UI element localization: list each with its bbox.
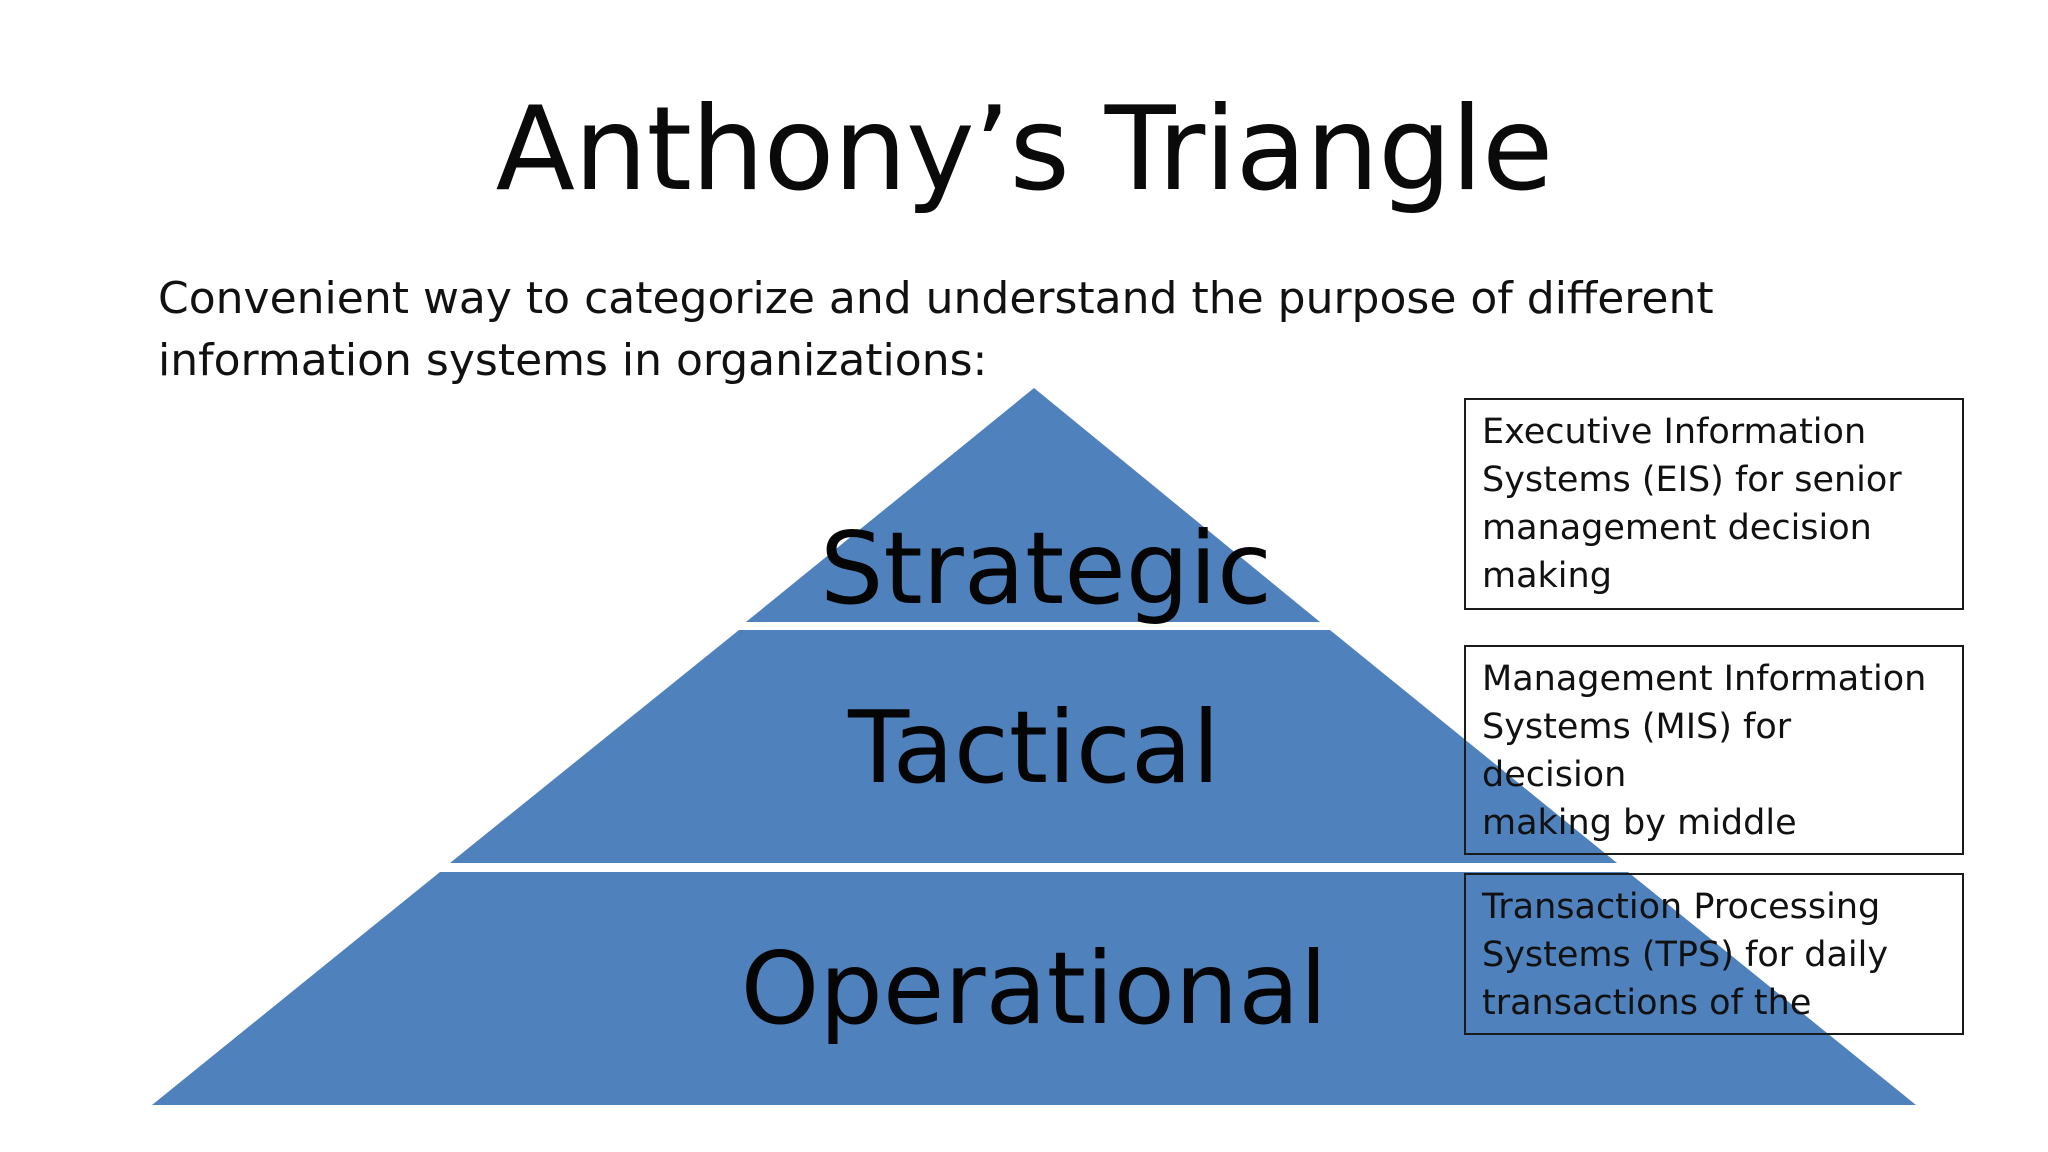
tps-line-2: Systems (TPS) for daily [1482, 935, 1889, 975]
eis-line-4: making [1482, 556, 1612, 596]
mis-description-box: Management Information Systems (MIS) for… [1464, 645, 1964, 855]
tier-label-operational: Operational [741, 930, 1328, 1047]
mis-line-2: Systems (MIS) for decision [1482, 707, 1792, 795]
mis-line-4: management [1482, 847, 1946, 853]
tps-line-3: transactions of the business [1482, 983, 1812, 1033]
eis-line-2: Systems (EIS) for senior [1482, 460, 1902, 500]
subtitle-line-1: Convenient way to categorize and underst… [158, 273, 1714, 324]
slide-subtitle: Convenient way to categorize and underst… [158, 268, 1718, 392]
subtitle-line-2: information systems in organizations: [158, 335, 988, 386]
eis-line-1: Executive Information [1482, 412, 1867, 452]
tier-strategic-shape [746, 388, 1320, 622]
tier-operational-shape [152, 872, 1916, 1105]
tier-label-tactical: Tactical [847, 689, 1220, 806]
tier-label-strategic: Strategic [820, 510, 1272, 627]
tier-tactical-shape [450, 630, 1617, 863]
eis-line-3: management decision [1482, 508, 1872, 548]
mis-line-1: Management Information [1482, 659, 1927, 699]
tps-description-box: Transaction Processing Systems (TPS) for… [1464, 873, 1964, 1035]
mis-line-3: making by middle [1482, 803, 1797, 843]
tps-line-1: Transaction Processing [1482, 887, 1881, 927]
eis-description-box: Executive Information Systems (EIS) for … [1464, 398, 1964, 610]
slide-title: Anthony’s Triangle [495, 82, 1554, 217]
